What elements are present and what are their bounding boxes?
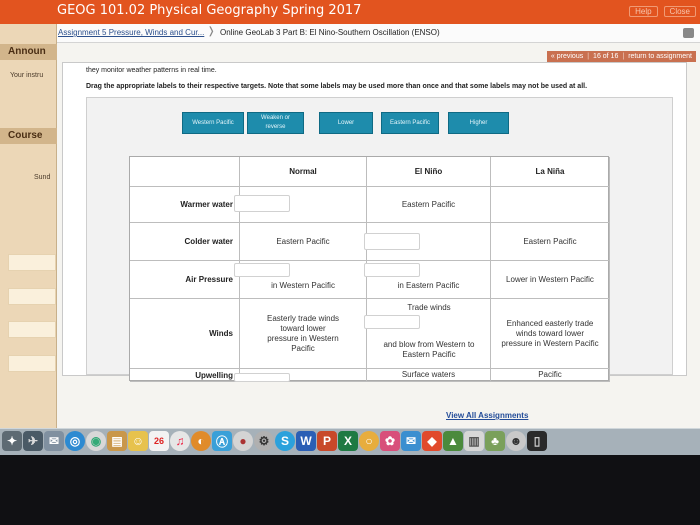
trash-icon[interactable]: ▯ bbox=[527, 431, 547, 451]
drop-target[interactable] bbox=[234, 263, 290, 277]
browser-screen: GEOG 101.02 Physical Geography Spring 20… bbox=[0, 0, 700, 455]
column-header: La Niña bbox=[491, 157, 610, 187]
winds-elnino-bottom: and blow from Western to Eastern Pacific bbox=[383, 340, 475, 359]
excel-icon[interactable]: X bbox=[338, 431, 358, 451]
breadcrumb: Assignment 5 Pressure, Winds and Cur... … bbox=[57, 24, 700, 43]
table-corner bbox=[130, 157, 240, 187]
sidebar-sunday-text: Sund bbox=[34, 174, 51, 181]
table-cell: in Eastern Pacific bbox=[367, 261, 491, 299]
sidebar-blank bbox=[8, 321, 56, 338]
laptop-bezel bbox=[0, 455, 700, 525]
word-icon[interactable]: W bbox=[296, 431, 316, 451]
course-header-bar: GEOG 101.02 Physical Geography Spring 20… bbox=[0, 0, 700, 24]
table-cell bbox=[240, 369, 367, 382]
close-link[interactable]: Close bbox=[663, 6, 696, 17]
safari-icon[interactable]: ◎ bbox=[65, 431, 85, 451]
app-icon[interactable]: ▲ bbox=[443, 431, 463, 451]
mac-dock: ✦ ✈ ✉ ◎ ◉ ▤ ☺ 26 ♫ ◐ Ⓐ ● ⚙ S W P X ○ ✿ ✉… bbox=[0, 428, 700, 455]
app-icon[interactable]: ✉ bbox=[401, 431, 421, 451]
itunes-icon[interactable]: ♫ bbox=[170, 431, 190, 451]
table-cell: Pacific bbox=[491, 369, 610, 382]
app-icon[interactable]: ◆ bbox=[422, 431, 442, 451]
system-preferences-icon[interactable]: ⚙ bbox=[254, 431, 274, 451]
drop-target[interactable] bbox=[364, 233, 420, 250]
table-cell bbox=[367, 299, 491, 369]
row-header: Air Pressure bbox=[130, 261, 240, 299]
sidebar-blank bbox=[8, 355, 56, 372]
question-instructions: Drag the appropriate labels to their res… bbox=[86, 83, 588, 90]
table-cell: Enhanced easterly trade winds toward low… bbox=[491, 299, 610, 369]
table-cell bbox=[491, 187, 610, 223]
settings-icon[interactable]: ✈ bbox=[23, 431, 43, 451]
table-cell bbox=[367, 223, 491, 261]
column-header: El Niño bbox=[367, 157, 491, 187]
drag-drop-panel: Western Pacific Weaken or reverse Lower … bbox=[86, 97, 673, 382]
breadcrumb-assignment-link[interactable]: Assignment 5 Pressure, Winds and Cur... bbox=[58, 28, 205, 37]
question-intro: they monitor weather patterns in real ti… bbox=[86, 67, 217, 74]
notes-icon[interactable]: ▤ bbox=[107, 431, 127, 451]
table-cell: Eastern Pacific bbox=[491, 223, 610, 261]
table-cell: Eastern Pacific bbox=[240, 223, 367, 261]
powerpoint-icon[interactable]: P bbox=[317, 431, 337, 451]
table-cell: in Western Pacific bbox=[240, 261, 367, 299]
row-header: Colder water bbox=[130, 223, 240, 261]
table-cell: Lower in Western Pacific bbox=[491, 261, 610, 299]
launchpad-icon[interactable]: ✦ bbox=[2, 431, 22, 451]
page-position: 16 of 16 bbox=[593, 53, 619, 60]
sidebar-instructor-text: Your instru bbox=[10, 72, 44, 79]
app-icon[interactable]: ○ bbox=[359, 431, 379, 451]
drop-target[interactable] bbox=[364, 263, 420, 277]
table-cell bbox=[240, 187, 367, 223]
help-link[interactable]: Help bbox=[629, 6, 658, 17]
chrome-icon[interactable]: ◉ bbox=[86, 431, 106, 451]
winds-elnino-top: Trade winds bbox=[407, 303, 451, 312]
draggable-label[interactable]: Weaken or reverse bbox=[247, 112, 304, 134]
sidebar-announcements[interactable]: Announ bbox=[0, 44, 57, 60]
previous-link[interactable]: « previous bbox=[550, 53, 584, 60]
mail-icon[interactable]: ✉ bbox=[44, 431, 64, 451]
draggable-label[interactable]: Western Pacific bbox=[182, 112, 244, 134]
row-header: Warmer water bbox=[130, 187, 240, 223]
draggable-label[interactable]: Lower bbox=[319, 112, 373, 134]
row-header: Winds bbox=[130, 299, 240, 369]
question-window: they monitor weather patterns in real ti… bbox=[62, 62, 687, 382]
app-icon[interactable]: ▥ bbox=[464, 431, 484, 451]
breadcrumb-current: Online GeoLab 3 Part B: El Nino-Southern… bbox=[220, 28, 440, 37]
contacts-icon[interactable]: ☺ bbox=[128, 431, 148, 451]
drop-target[interactable] bbox=[234, 373, 290, 382]
app-icon[interactable]: ♣ bbox=[485, 431, 505, 451]
print-icon[interactable] bbox=[683, 28, 694, 38]
finder-icon[interactable]: ☻ bbox=[506, 431, 526, 451]
skype-icon[interactable]: S bbox=[275, 431, 295, 451]
table-cell: Surface waters bbox=[367, 369, 491, 382]
photo-booth-icon[interactable]: ● bbox=[233, 431, 253, 451]
drop-target[interactable] bbox=[234, 195, 290, 212]
return-link[interactable]: return to assignment bbox=[628, 53, 692, 60]
table-cell: Eastern Pacific bbox=[367, 187, 491, 223]
draggable-label[interactable]: Eastern Pacific bbox=[381, 112, 439, 134]
course-title: GEOG 101.02 Physical Geography Spring 20… bbox=[57, 3, 362, 18]
table-cell: Easterly trade winds toward lower pressu… bbox=[240, 299, 367, 369]
course-sidebar: Announ Your instru Course Sund bbox=[0, 24, 57, 455]
ibooks-icon[interactable]: ◐ bbox=[191, 431, 211, 451]
calendar-icon[interactable]: 26 bbox=[149, 431, 169, 451]
breadcrumb-separator-icon: ❭ bbox=[207, 26, 216, 37]
sidebar-course[interactable]: Course bbox=[0, 128, 57, 144]
app-store-icon[interactable]: Ⓐ bbox=[212, 431, 232, 451]
pagination: « previous | 16 of 16 | return to assign… bbox=[546, 51, 696, 62]
sidebar-blank bbox=[8, 288, 56, 305]
drop-target[interactable] bbox=[364, 315, 420, 329]
app-icon[interactable]: ✿ bbox=[380, 431, 400, 451]
sidebar-blank bbox=[8, 254, 56, 271]
view-all-assignments-link[interactable]: View All Assignments bbox=[446, 411, 529, 420]
row-header: Upwelling bbox=[130, 369, 240, 382]
column-header: Normal bbox=[240, 157, 367, 187]
enso-table: Normal El Niño La Niña Warmer water East… bbox=[129, 156, 610, 382]
draggable-label[interactable]: Higher bbox=[448, 112, 509, 134]
